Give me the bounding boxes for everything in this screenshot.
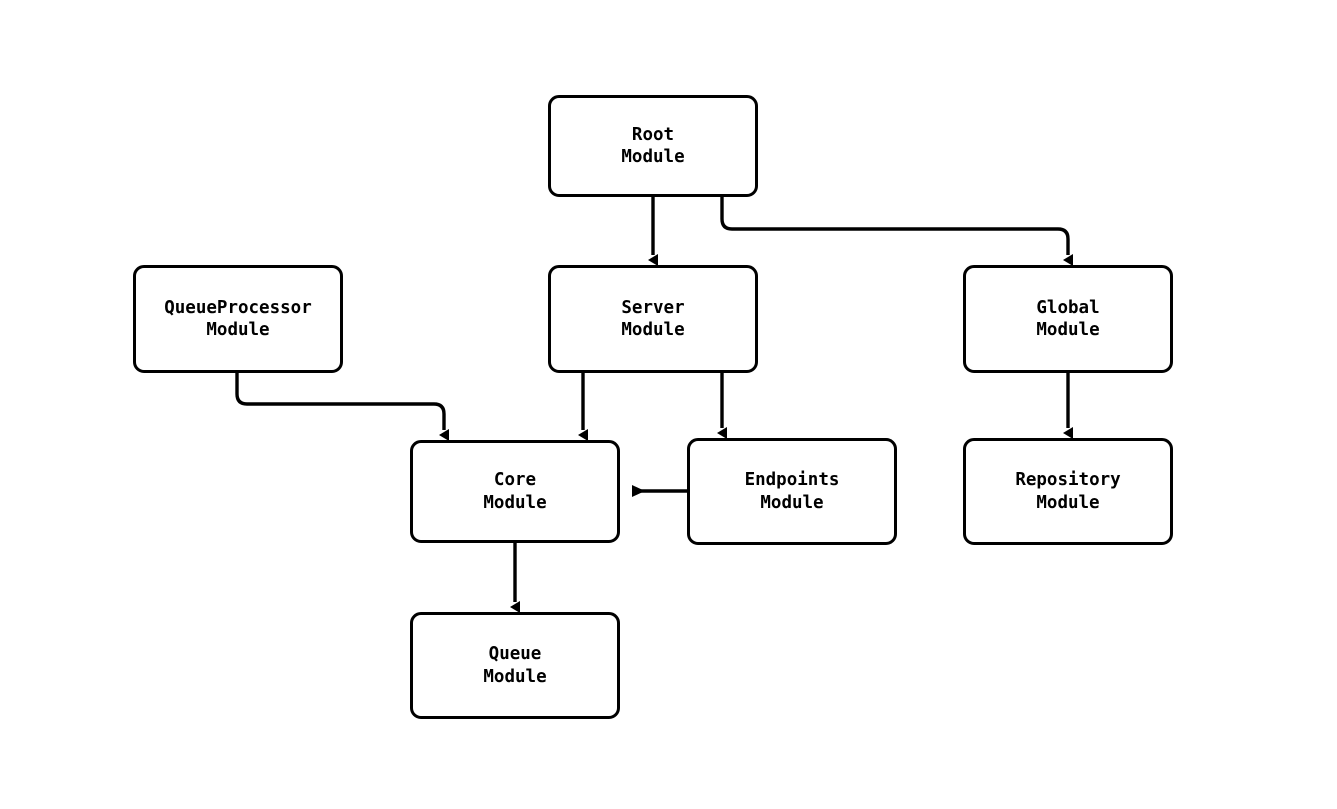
node-server-module[interactable]: Server Module bbox=[548, 265, 758, 373]
node-label: Endpoints Module bbox=[744, 470, 840, 513]
edge-qp-core bbox=[235, 373, 449, 441]
edge-root-global bbox=[720, 197, 1073, 266]
node-label: Global Module bbox=[1036, 297, 1100, 341]
node-label: Root Module bbox=[621, 124, 685, 168]
node-label: Core Module bbox=[483, 470, 547, 513]
node-label: Queue Module bbox=[483, 644, 547, 687]
node-repository-module[interactable]: Repository Module bbox=[963, 438, 1173, 545]
node-core-module[interactable]: Core Module bbox=[410, 440, 620, 543]
node-label: Repository Module bbox=[1015, 470, 1121, 513]
node-global-module[interactable]: Global Module bbox=[963, 265, 1173, 373]
node-queue-module[interactable]: Queue Module bbox=[410, 612, 620, 719]
node-endpoints-module[interactable]: Endpoints Module bbox=[687, 438, 897, 545]
node-queueprocessor-module[interactable]: QueueProcessor Module bbox=[133, 265, 343, 373]
node-root-module[interactable]: Root Module bbox=[548, 95, 758, 197]
node-label: Server Module bbox=[621, 297, 685, 341]
node-label: QueueProcessor Module bbox=[164, 297, 312, 341]
